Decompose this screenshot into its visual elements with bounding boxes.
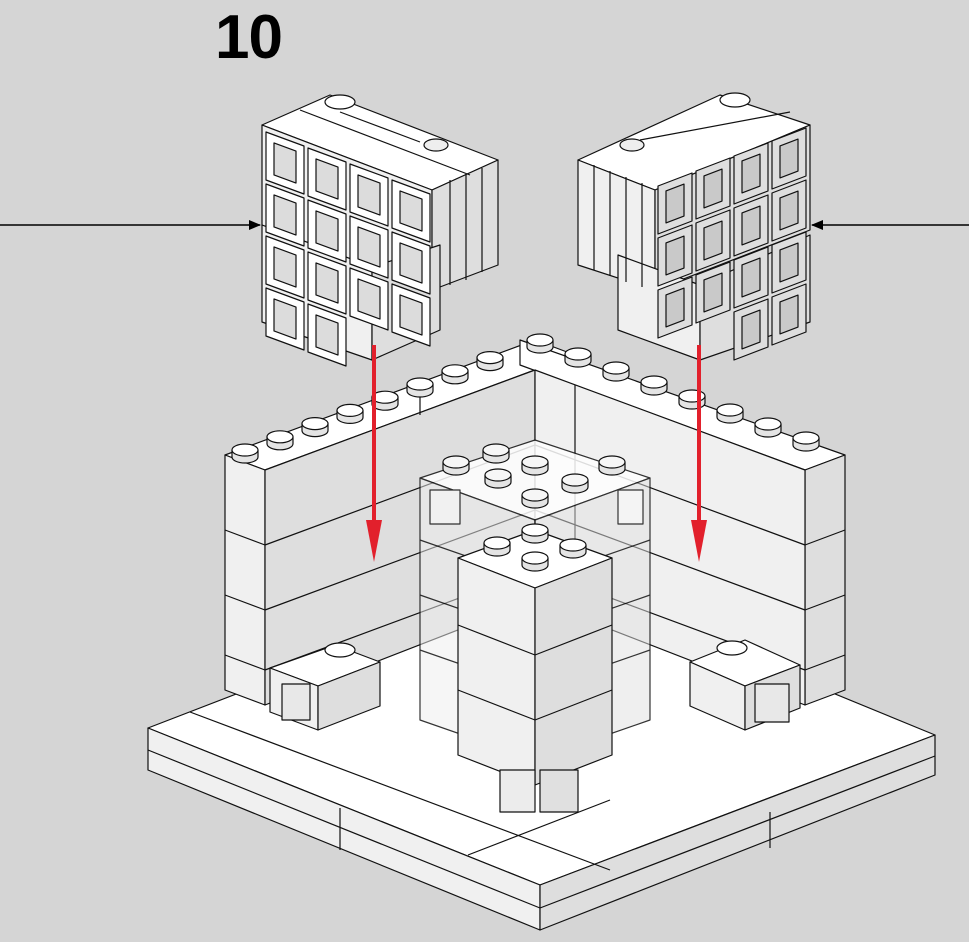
step-number: 10 [215, 3, 283, 72]
tile-opening [357, 278, 381, 320]
tile-opening [665, 183, 685, 224]
tile-opening [273, 246, 297, 288]
tile-opening [399, 242, 423, 284]
stud-top [521, 551, 549, 565]
center-column-studs [483, 523, 587, 572]
tile-opening [357, 174, 381, 216]
stud-top [521, 455, 549, 469]
tile-opening [779, 138, 799, 179]
stud-top [266, 430, 294, 444]
stud-top [406, 377, 434, 391]
tile-opening [665, 287, 685, 328]
tile-opening [399, 190, 423, 232]
stud-top [640, 375, 668, 389]
tile-opening [665, 235, 685, 276]
tile-opening [741, 309, 761, 350]
placement-arrow-right [691, 345, 707, 562]
stud-top [521, 523, 549, 537]
tile-opening [741, 205, 761, 246]
tile-opening [273, 142, 297, 184]
tile-opening [315, 158, 339, 200]
tile-opening [779, 190, 799, 231]
stud-top [483, 536, 511, 550]
left-subassembly-tiles [265, 131, 431, 367]
stud-top [792, 431, 820, 445]
stud-top [231, 443, 259, 457]
translucent-studs [442, 443, 626, 509]
inner-corner-right [689, 639, 801, 731]
tile-opening [315, 262, 339, 304]
tile-opening [703, 168, 723, 209]
right-subassembly-tiles [657, 127, 807, 361]
tile-opening [741, 257, 761, 298]
stud-top [716, 403, 744, 417]
tile-opening [779, 294, 799, 335]
stud-top [442, 455, 470, 469]
stud-top [602, 361, 630, 375]
tile-opening [315, 210, 339, 252]
stud-top [561, 473, 589, 487]
stud-top [476, 351, 504, 365]
stud-top [441, 364, 469, 378]
tile-opening [315, 314, 339, 356]
stud-top [484, 468, 512, 482]
tile-opening [357, 226, 381, 268]
placement-arrow-left [366, 345, 382, 562]
tile-opening [399, 294, 423, 336]
stud-top [754, 417, 782, 431]
stud-top [526, 333, 554, 347]
tile-opening [273, 298, 297, 340]
stud-top [521, 488, 549, 502]
tile-opening [779, 242, 799, 283]
stud-top [301, 417, 329, 431]
tile-opening [703, 220, 723, 261]
stud-top [678, 389, 706, 403]
wall-studs [231, 333, 820, 464]
inner-corner-left [269, 642, 381, 731]
stud-top [564, 347, 592, 361]
stud-top [482, 443, 510, 457]
stud-top [336, 403, 364, 417]
stud-top [559, 538, 587, 552]
tile-opening [703, 272, 723, 313]
tile-opening [273, 194, 297, 236]
stud-top [598, 455, 626, 469]
tile-opening [741, 153, 761, 194]
